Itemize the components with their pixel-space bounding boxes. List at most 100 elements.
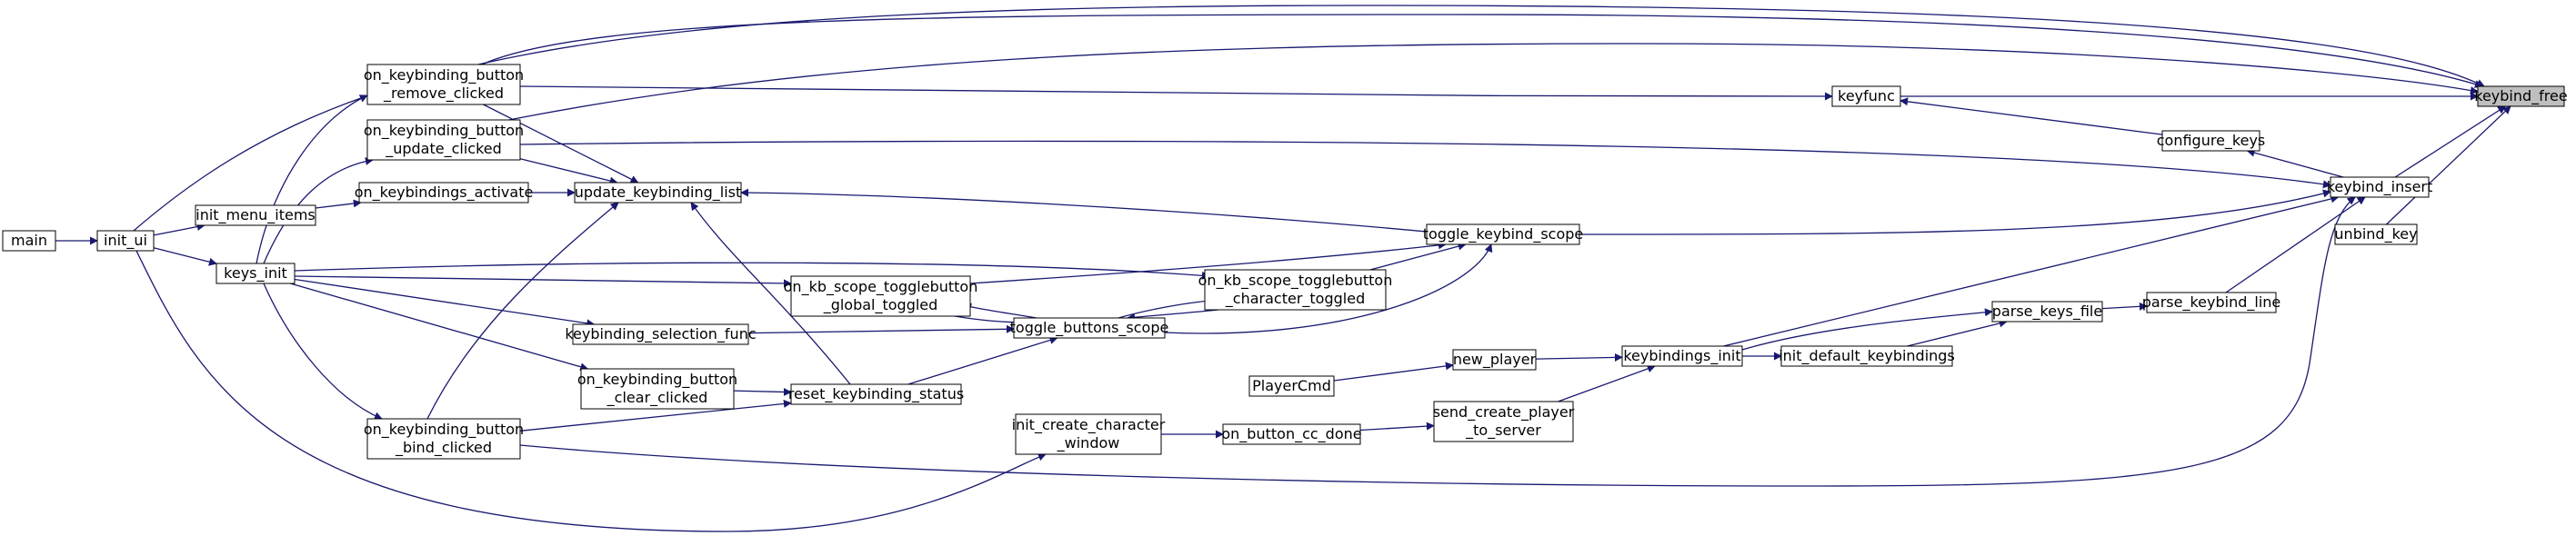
node-PlayerCmd[interactable]: PlayerCmd: [1248, 375, 1335, 397]
node-init_ui[interactable]: init_ui: [96, 230, 155, 252]
edge-toggle_keybind_scope-to-keybind_insert: [1579, 189, 2331, 235]
node-label: parse_keybind_line: [2142, 293, 2281, 312]
node-label: init_ui: [104, 232, 147, 250]
node-label: on_kb_scope_togglebutton: [784, 278, 978, 296]
node-label: send_create_player: [1433, 403, 1575, 422]
edge-keys_init-to-on_keybinding_button_clear_clicked: [290, 283, 589, 372]
node-on_keybinding_button_clear_clicked[interactable]: on_keybinding_button_clear_clicked: [577, 368, 737, 410]
node-keybinding_selection_func[interactable]: keybinding_selection_func: [565, 323, 757, 345]
node-toggle_buttons_scope[interactable]: toggle_buttons_scope: [1010, 317, 1169, 339]
node-on_keybinding_button_remove_clicked[interactable]: on_keybinding_button_remove_clicked: [364, 64, 524, 105]
node-box: [2, 230, 56, 252]
edge-on_keybinding_button_remove_clicked-to-update_keybinding_list: [483, 104, 639, 184]
node-init_menu_items[interactable]: init_menu_items: [195, 204, 316, 226]
node-init_create_character_window[interactable]: init_create_character_window: [1012, 413, 1166, 455]
node-main[interactable]: main: [2, 230, 56, 252]
node-on_button_cc_done[interactable]: on_button_cc_done: [1221, 423, 1362, 445]
edge-on_keybinding_button_update_clicked-to-keybind_free: [508, 43, 2479, 121]
edge-keybindings_init-to-parse_keys_file: [1741, 308, 1993, 351]
edge-keys_init-to-on_kb_scope_togglebutton_global_toggled: [294, 275, 792, 288]
edge-unbind_key-to-keybind_free: [2386, 105, 2511, 225]
node-label: on_button_cc_done: [1221, 425, 1361, 443]
node-box: [1426, 223, 1580, 245]
node-label: parse_keys_file: [1992, 303, 2102, 321]
node-keys_init[interactable]: keys_init: [216, 263, 296, 284]
edge-PlayerCmd-to-new_player: [1333, 362, 1454, 382]
edge-keybindings_init-to-keybind_insert: [1723, 194, 2340, 347]
node-configure_keys[interactable]: configure_keys: [2157, 130, 2266, 152]
node-label: on_keybindings_activate: [355, 184, 534, 202]
node-parse_keys_file[interactable]: parse_keys_file: [1991, 301, 2103, 323]
node-box: [572, 323, 749, 345]
node-toggle_keybind_scope[interactable]: toggle_keybind_scope: [1423, 223, 1584, 245]
node-update_keybinding_list[interactable]: update_keybinding_list: [574, 182, 742, 203]
node-box: [1831, 85, 1901, 107]
edges-layer: [55, 5, 2511, 532]
node-new_player[interactable]: new_player: [1452, 349, 1537, 371]
node-on_keybinding_button_bind_clicked[interactable]: on_keybinding_button_bind_clicked: [364, 418, 524, 460]
node-box: [366, 418, 521, 460]
node-send_create_player_to_server[interactable]: send_create_player_to_server: [1433, 401, 1575, 442]
node-label: _bind_clicked: [395, 439, 492, 457]
edge-keys_init-to-keybinding_selection_func: [294, 278, 596, 328]
node-box: [1780, 345, 1953, 367]
node-parse_keybind_line[interactable]: parse_keybind_line: [2142, 292, 2281, 313]
edge-init_ui-to-init_menu_items: [153, 223, 205, 236]
nodes-layer: keybind_free keyfunc configure_keyskeybind…: [2, 64, 2568, 460]
node-box: [1621, 345, 1743, 367]
edge-send_create_player_to_server-to-keybindings_init: [1558, 364, 1656, 402]
edge-reset_keybinding_status-to-toggle_buttons_scope: [907, 336, 1058, 385]
node-label: on_keybinding_button: [364, 122, 524, 140]
node-label: keybind_insert: [2327, 178, 2433, 196]
edge-init_ui-to-keybind_free: [133, 5, 2485, 232]
node-reset_keybinding_status[interactable]: reset_keybinding_status: [788, 383, 964, 405]
node-label: _clear_clicked: [606, 389, 708, 407]
node-label: on_kb_scope_togglebutton: [1198, 272, 1393, 290]
edge-toggle_buttons_scope-to-on_kb_scope_togglebutton_global_toggled: [963, 303, 1037, 319]
node-label: update_keybinding_list: [575, 184, 742, 202]
node-label: on_keybinding_button: [364, 421, 524, 439]
node-on_keybindings_activate[interactable]: on_keybindings_activate: [355, 182, 534, 203]
edge-on_button_cc_done-to-send_create_player_to_server: [1359, 422, 1435, 432]
node-box: [2146, 292, 2277, 313]
node-label: _window: [1057, 434, 1120, 452]
edge-toggle_buttons_scope-to-toggle_keybind_scope: [1164, 243, 1493, 334]
node-keybindings_init[interactable]: keybindings_init: [1621, 345, 1743, 367]
node-box: [1013, 317, 1166, 339]
edge-reset_keybinding_status-to-update_keybinding_list: [690, 202, 851, 385]
edge-keys_init-to-on_keybinding_button_update_clicked: [263, 157, 374, 264]
node-box: [1991, 301, 2103, 323]
edge-keybind_insert-to-configure_keys: [2246, 148, 2344, 178]
node-label: _update_clicked: [385, 140, 502, 158]
node-label: init_create_character: [1012, 416, 1166, 434]
node-on_kb_scope_togglebutton_character_toggled[interactable]: on_kb_scope_togglebutton_character_toggl…: [1198, 269, 1393, 311]
node-keyfunc[interactable]: keyfunc: [1831, 85, 1901, 107]
edge-init_ui-to-init_create_character_window: [135, 250, 1047, 532]
node-box: [1248, 375, 1335, 397]
node-box: [96, 230, 155, 252]
node-keybind_insert[interactable]: keybind_insert: [2327, 176, 2433, 198]
node-keybind_free[interactable]: keybind_free: [2474, 85, 2568, 107]
node-init_default_keybindings[interactable]: init_default_keybindings: [1779, 345, 1955, 367]
node-box: [2334, 223, 2418, 245]
node-label: init_default_keybindings: [1779, 347, 1955, 365]
node-on_keybinding_button_update_clicked[interactable]: on_keybinding_button_update_clicked: [364, 119, 524, 161]
edge-parse_keys_file-to-parse_keybind_line: [2101, 302, 2148, 311]
node-box: [790, 383, 962, 405]
node-label: _global_toggled: [823, 296, 938, 314]
node-label: keybinding_selection_func: [565, 325, 756, 343]
edge-on_kb_scope_togglebutton_global_toggled-to-toggle_keybind_scope: [969, 241, 1447, 284]
node-box: [1452, 349, 1537, 371]
node-box: [1015, 413, 1162, 455]
node-label: _to_server: [1465, 422, 1541, 440]
node-on_kb_scope_togglebutton_global_toggled[interactable]: on_kb_scope_togglebutton_global_toggled: [784, 275, 978, 317]
edge-on_keybinding_button_bind_clicked-to-update_keybinding_list: [426, 202, 619, 420]
node-label: on_keybinding_button: [577, 371, 737, 389]
edge-init_default_keybindings-to-parse_keys_file: [1907, 319, 2008, 347]
edge-on_keybinding_button_bind_clicked-to-keybind_insert: [519, 196, 2356, 487]
node-label: reset_keybinding_status: [788, 385, 964, 403]
edge-on_keybinding_button_clear_clicked-to-reset_keybinding_status: [733, 387, 792, 396]
node-unbind_key[interactable]: unbind_key: [2334, 223, 2418, 245]
edge-on_kb_scope_togglebutton_character_toggled-to-toggle_buttons_scope: [1127, 309, 1219, 322]
node-box: [1204, 269, 1387, 311]
